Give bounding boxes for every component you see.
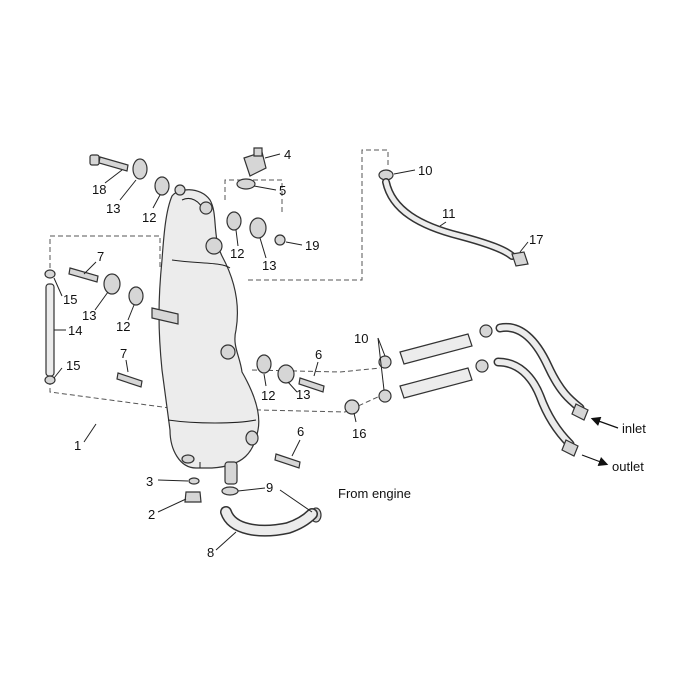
callout-13-upper-right: 13 (262, 258, 276, 273)
oil-tank (151, 184, 260, 485)
oil-lines-right (378, 322, 589, 457)
bush-12-right (256, 354, 272, 374)
callout-5: 5 (279, 183, 286, 198)
callout-16: 16 (352, 426, 366, 441)
callout-14: 14 (68, 323, 82, 338)
washer-13-top (132, 158, 148, 180)
filler-cap-4 (243, 147, 267, 177)
bolt-7-lower (116, 372, 143, 388)
nut-19 (274, 234, 286, 246)
callout-3: 3 (146, 474, 153, 489)
bolt-7-upper (68, 267, 99, 283)
callout-labels: 1 2 3 4 5 6 6 7 7 8 9 10 10 11 12 12 12 … (63, 147, 543, 560)
bolt-6-lower (274, 453, 301, 469)
fitting-16 (344, 399, 360, 415)
callout-7-lower: 7 (120, 346, 127, 361)
callout-10-upper: 10 (418, 163, 432, 178)
callout-11: 11 (442, 206, 456, 221)
washer-13-left (103, 273, 121, 295)
callout-15-lower: 15 (66, 358, 80, 373)
bush-12-top (154, 176, 170, 196)
bush-12-left (128, 286, 144, 306)
bolt-6-upper (298, 377, 325, 393)
callout-12-upper-right: 12 (230, 246, 244, 261)
leader-lines (53, 153, 619, 551)
washer-13-upper-right (249, 217, 267, 239)
callout-15-upper: 15 (63, 292, 77, 307)
breather-tube-14 (44, 269, 56, 385)
callout-17: 17 (529, 232, 543, 247)
callout-2: 2 (148, 507, 155, 522)
cap-17 (511, 251, 529, 267)
drain-plug-2 (184, 491, 202, 503)
callout-10-lower: 10 (354, 331, 368, 346)
bush-12-upper-right (226, 211, 242, 231)
washer-13-right (277, 364, 295, 384)
callout-1: 1 (74, 438, 81, 453)
callout-6-upper: 6 (315, 347, 322, 362)
o-ring-5 (236, 178, 256, 190)
callout-18: 18 (92, 182, 106, 197)
callout-12-right: 12 (261, 388, 275, 403)
callout-12-left: 12 (116, 319, 130, 334)
annotations: From engine inlet outlet (338, 421, 646, 501)
bolt-18 (89, 154, 129, 172)
clamp-9-left (221, 486, 239, 496)
label-from-engine: From engine (338, 486, 411, 501)
callout-4: 4 (284, 147, 291, 162)
callout-8: 8 (207, 545, 214, 560)
callout-19: 19 (305, 238, 319, 253)
washer-3 (188, 477, 200, 485)
callout-13-right: 13 (296, 387, 310, 402)
callout-9: 9 (266, 480, 273, 495)
callout-13-left: 13 (82, 308, 96, 323)
label-outlet: outlet (612, 459, 644, 474)
callout-7-upper: 7 (97, 249, 104, 264)
callout-12-top: 12 (142, 210, 156, 225)
label-inlet: inlet (622, 421, 646, 436)
callout-6-lower: 6 (297, 424, 304, 439)
callout-13-top: 13 (106, 201, 120, 216)
